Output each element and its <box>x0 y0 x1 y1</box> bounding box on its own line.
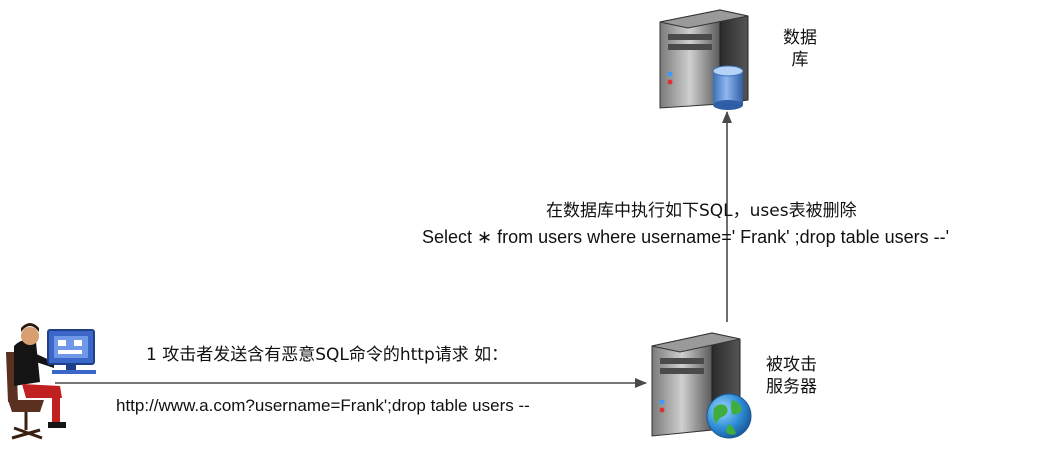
database-label: 数据 库 <box>770 27 830 71</box>
database-label-line1: 数据 <box>783 28 817 48</box>
server-label-line2: 服务器 <box>766 377 817 397</box>
server-label: 被攻击 服务器 <box>766 354 817 398</box>
globe-icon <box>706 393 752 439</box>
sql-execution-title: 在数据库中执行如下SQL，uses表被删除 <box>546 201 857 221</box>
server-label-line1: 被攻击 <box>766 355 817 375</box>
attack-request-url: http://www.a.com?username=Frank';drop ta… <box>116 396 530 415</box>
computer-monitor-icon <box>47 329 96 374</box>
attack-request-title: 1 攻击者发送含有恶意SQL命令的http请求 如： <box>146 345 509 365</box>
sql-execution-statement: Select ∗ from users where username=' Fra… <box>422 227 950 247</box>
database-server-icon <box>659 9 749 110</box>
database-label-line2: 库 <box>791 50 809 70</box>
